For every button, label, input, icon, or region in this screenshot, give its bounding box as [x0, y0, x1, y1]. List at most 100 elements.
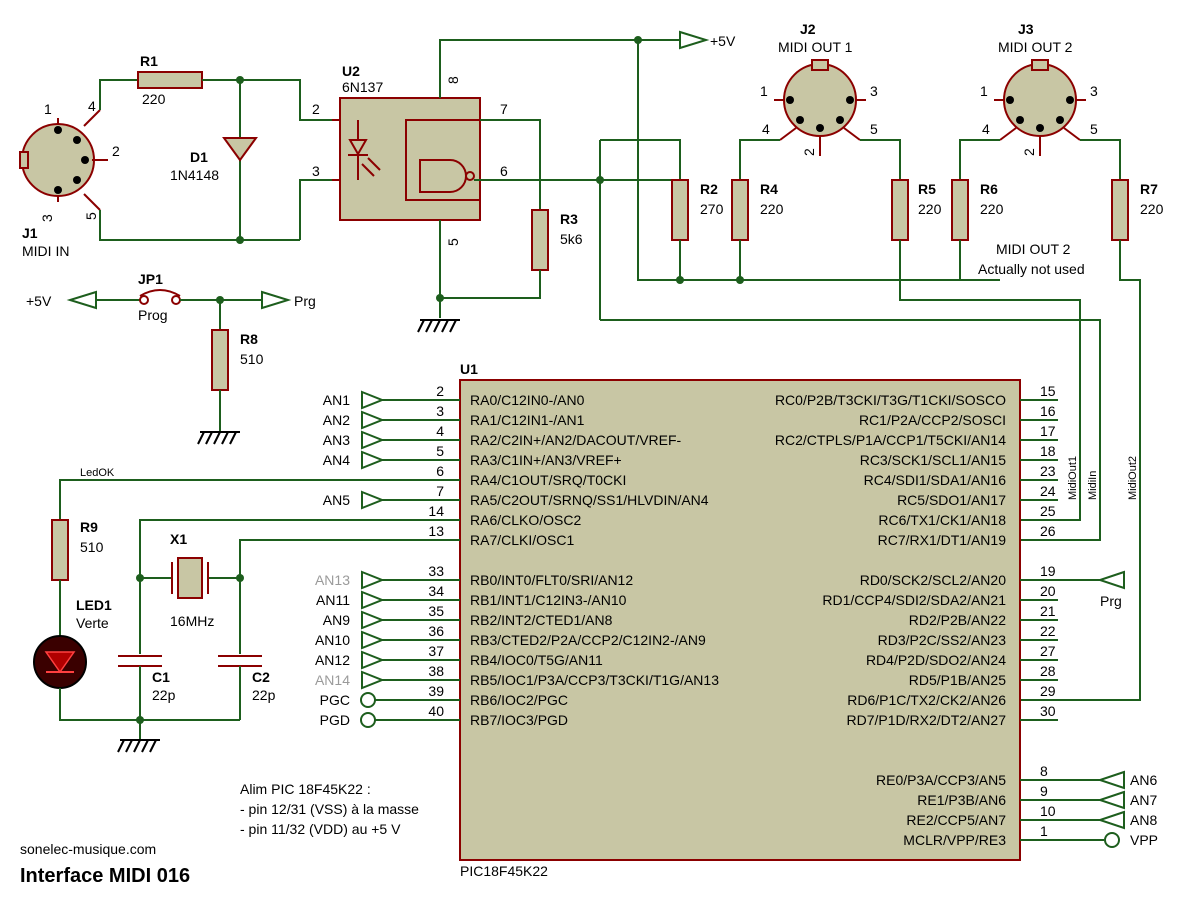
u1-pin-name: RB4/IOC0/T5G/AN11: [470, 652, 603, 668]
input-port-arrow: [361, 490, 385, 510]
u2-ground-symbol: [417, 319, 460, 333]
j3-pin4-label: 4: [982, 121, 990, 137]
u1-pin-name: RB2/INT2/CTED1/AN8: [470, 612, 613, 628]
c2-ref: C2: [252, 669, 270, 685]
r7-resistor: R7 220: [1111, 179, 1164, 241]
u1-pin-number: 23: [1040, 463, 1056, 479]
vcc-left-label: +5V: [26, 293, 52, 309]
vcc-left-arrow: [66, 290, 97, 310]
u1-pin-number: 18: [1040, 443, 1056, 459]
u1-pin-number: 3: [436, 403, 444, 419]
j3-ref: J3: [1018, 21, 1034, 37]
u1-pin-number: 2: [436, 383, 444, 399]
c2-value: 22p: [252, 687, 276, 703]
u1-value: PIC18F45K22: [460, 863, 548, 879]
power-note-line3: - pin 11/32 (VDD) au +5 V: [240, 821, 401, 837]
net-label: AN6: [1130, 772, 1157, 788]
j1-pin2-label: 2: [112, 143, 120, 159]
u2-pin7-label: 7: [500, 101, 508, 117]
u1-pin-name: RA1/C12IN1-/AN1: [470, 412, 585, 428]
j3-pin2-label: 2: [1021, 148, 1037, 156]
u1-pin-number: 30: [1040, 703, 1056, 719]
j2-pin3-label: 3: [870, 83, 878, 99]
input-port-arrow: [361, 410, 385, 430]
d1-ref: D1: [190, 149, 208, 165]
input-port-arrow: [361, 610, 385, 630]
u1-pin-name: RC6/TX1/CK1/AN18: [878, 512, 1006, 528]
j1-value: MIDI IN: [22, 243, 69, 259]
u1-pin-number: 14: [428, 503, 444, 519]
c1-capacitor: C1 22p: [118, 655, 176, 703]
r6-value: 220: [980, 201, 1004, 217]
net-label: AN13: [315, 572, 350, 588]
r2-ref: R2: [700, 181, 718, 197]
r4-value: 220: [760, 201, 784, 217]
u1-pin-number: 15: [1040, 383, 1056, 399]
u1-pin-name: RA6/CLKO/OSC2: [470, 512, 581, 528]
u1-pin-name: RC4/SDI1/SDA1/AN16: [864, 472, 1007, 488]
midi-out2-note-line2: Actually not used: [978, 261, 1085, 277]
c1-value: 22p: [152, 687, 176, 703]
u1-pin-name: RB0/INT0/FLT0/SRI/AN12: [470, 572, 633, 588]
x1-ref: X1: [170, 531, 187, 547]
r3-ref: R3: [560, 211, 578, 227]
u1-pin-name: RE0/P3A/CCP3/AN5: [876, 772, 1006, 788]
power-note-line1: Alim PIC 18F45K22 :: [240, 781, 371, 797]
u1-ref: U1: [460, 361, 478, 377]
u1-pin-number: 1: [1040, 823, 1048, 839]
j1-ref: J1: [22, 225, 38, 241]
input-port-arrow: [361, 650, 385, 670]
u1-pin-number: 10: [1040, 803, 1056, 819]
u2-pin3-label: 3: [312, 163, 320, 179]
net-label: PGC: [320, 692, 350, 708]
j3-pin3-label: 3: [1090, 83, 1098, 99]
input-port-arrow: [1096, 570, 1125, 590]
u2-optocoupler: U2 6N137 2 3 8 7 6 5: [312, 63, 508, 246]
midi-out2-note-line1: MIDI OUT 2: [996, 241, 1071, 257]
r2-resistor: R2 270: [671, 179, 724, 241]
j2-pin4-label: 4: [762, 121, 770, 137]
input-port-arrow: [361, 450, 385, 470]
bidir-port-circle: [360, 712, 376, 728]
r1-resistor: R1 220: [137, 53, 203, 107]
u2-value: 6N137: [342, 79, 383, 95]
r8-value: 510: [240, 351, 264, 367]
r2-value: 270: [700, 201, 724, 217]
net-label: AN3: [323, 432, 350, 448]
r9-value: 510: [80, 539, 104, 555]
u1-right-pins: 15RC0/P2B/T3CKI/T3G/T1CKI/SOSCO16RC1/P2A…: [775, 383, 1158, 848]
u1-left-pins: 2RA0/C12IN0-/AN0AN13RA1/C12IN1-/AN1AN24R…: [315, 383, 719, 728]
u1-pin-number: 16: [1040, 403, 1056, 419]
r9-ref: R9: [80, 519, 98, 535]
prg-label: Prg: [294, 293, 316, 309]
u1-pin-name: RD4/P2D/SDO2/AN24: [866, 652, 1006, 668]
u1-pin-number: 8: [1040, 763, 1048, 779]
u1-pin-number: 37: [428, 643, 444, 659]
u1-pin-number: 28: [1040, 663, 1056, 679]
net-label: AN9: [323, 612, 350, 628]
u2-pin6-label: 6: [500, 163, 508, 179]
net-label: AN7: [1130, 792, 1157, 808]
input-port-arrow: [361, 590, 385, 610]
u1-pin-number: 4: [436, 423, 444, 439]
net-label: AN14: [315, 672, 350, 688]
j2-ref: J2: [800, 21, 816, 37]
led1-ref: LED1: [76, 597, 112, 613]
prg-arrow: [261, 290, 292, 310]
u1-pin-name: RD7/P1D/RX2/DT2/AN27: [846, 712, 1006, 728]
net-label: VPP: [1130, 832, 1158, 848]
u1-pin-number: 9: [1040, 783, 1048, 799]
